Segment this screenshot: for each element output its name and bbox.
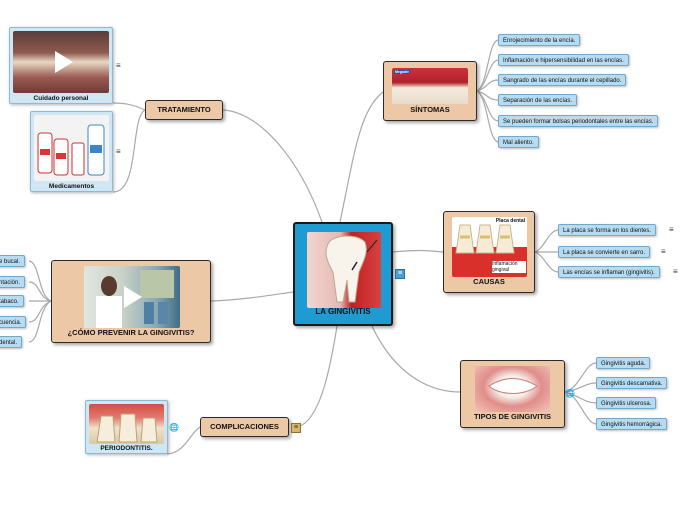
dentist-illustration [96,270,174,328]
periodontitis-caption: PERIODONTITIS. [100,445,153,452]
cuidado-personal-video-image [13,31,109,93]
periodontitis-thumb[interactable]: PERIODONTITIS. [85,400,168,454]
causas-leaf-1[interactable]: La placa se forma en los dientes. [558,224,657,236]
periodontitis-globe-icon[interactable]: 🌐 [169,423,179,432]
tipos-leaf-3[interactable]: Gingivitis ulcerosa. [596,397,657,409]
causas-img-label-bottom: Inflamación gingival [492,261,526,273]
prevencion-leaf-5[interactable]: dental. [0,336,23,348]
prevencion-leaf-1[interactable]: e bucal. [0,255,26,267]
central-node[interactable]: LA GINGIVITIS [293,222,393,326]
medicamentos-caption: Medicamentos [48,183,95,190]
sintomas-leaf-4[interactable]: Separación de las encías. [498,94,578,106]
causas-leaf-3-note-icon[interactable]: ≡ [673,267,678,276]
complicaciones-note-icon[interactable]: ≡ [291,423,301,433]
sintomas-node[interactable]: Megadiv SÍNTOMAS [383,61,477,121]
play-icon[interactable] [55,51,73,73]
complicaciones-label: COMPLICACIONES [210,422,279,431]
medicamentos-image [34,115,109,181]
causas-leaf-3[interactable]: Las encías se inflaman (gingivitis). [558,266,660,278]
sintomas-leaf-2[interactable]: Inflamación e hipersensibilidad en las e… [498,54,629,66]
tratamiento-node[interactable]: TRATAMIENTO [145,100,223,120]
sintomas-label: SÍNTOMAS [410,105,450,114]
causas-leaf-2[interactable]: La placa se convierte en sarro. [558,246,651,258]
prevencion-node[interactable]: ¿CÓMO PREVENIR LA GINGIVITIS? [51,260,211,343]
tooth-illustration [325,235,378,303]
causas-label: CAUSAS [473,277,505,286]
tipos-leaf-1[interactable]: Gingivitis aguda. [596,357,651,369]
tipos-label: TIPOS DE GINGIVITIS [473,412,552,421]
causas-leaf-1-note-icon[interactable]: ≡ [669,225,674,234]
sintomas-image-badge: Megadiv [394,70,411,74]
causas-node[interactable]: Placa dental Inflamación gingival CAUSAS [443,211,535,293]
sintomas-leaf-5[interactable]: Se pueden formar bolsas periodontales en… [498,115,659,127]
tooth-gingivitis-image [307,232,381,308]
cuidado-personal-thumb[interactable]: Cuidado personal [9,27,113,104]
tipos-globe-icon[interactable]: 🌐 [565,389,575,398]
sintomas-leaf-6[interactable]: Mal aliento. [498,136,539,148]
sintomas-leaf-1[interactable]: Enrojecimiento de la encía. [498,34,581,46]
sintomas-leaf-3[interactable]: Sangrado de las encías durante el cepill… [498,74,627,86]
prevencion-video-image [84,266,180,328]
mouthwash-bottles-illustration [37,124,105,176]
prevencion-leaf-2[interactable]: ntación. [0,276,26,288]
periodontitis-image [89,404,164,444]
smile-gums-image [475,366,550,412]
cuidado-personal-note-icon[interactable]: ≡ [116,61,121,70]
causas-leaf-2-note-icon[interactable]: ≡ [661,247,666,256]
prevencion-leaf-4[interactable]: cuencia. [0,316,27,328]
tratamiento-label: TRATAMIENTO [157,105,211,114]
medicamentos-thumb[interactable]: Medicamentos [30,111,113,192]
complicaciones-node[interactable]: COMPLICACIONES [200,417,289,437]
periodontitis-teeth-illustration [96,413,158,443]
play-icon[interactable] [124,286,142,308]
tipos-leaf-4[interactable]: Gingivitis hemorrágica. [596,418,668,430]
central-label: LA GINGIVITIS [315,307,371,316]
inflamed-gums-image: Megadiv [392,68,468,104]
medicamentos-note-icon[interactable]: ≡ [116,147,121,156]
central-note-icon[interactable]: ≡ [395,269,405,279]
prevencion-label: ¿CÓMO PREVENIR LA GINGIVITIS? [67,328,195,337]
smile-illustration [488,378,538,394]
tipos-leaf-2[interactable]: Gingivitis descamativa. [596,377,668,389]
causas-img-label-top: Placa dental [495,218,525,224]
tipos-node[interactable]: TIPOS DE GINGIVITIS [460,360,565,428]
cuidado-personal-caption: Cuidado personal [33,95,89,102]
plaque-diagram-image: Placa dental Inflamación gingival [452,217,527,277]
prevencion-leaf-3[interactable]: tabaco. [0,295,24,307]
